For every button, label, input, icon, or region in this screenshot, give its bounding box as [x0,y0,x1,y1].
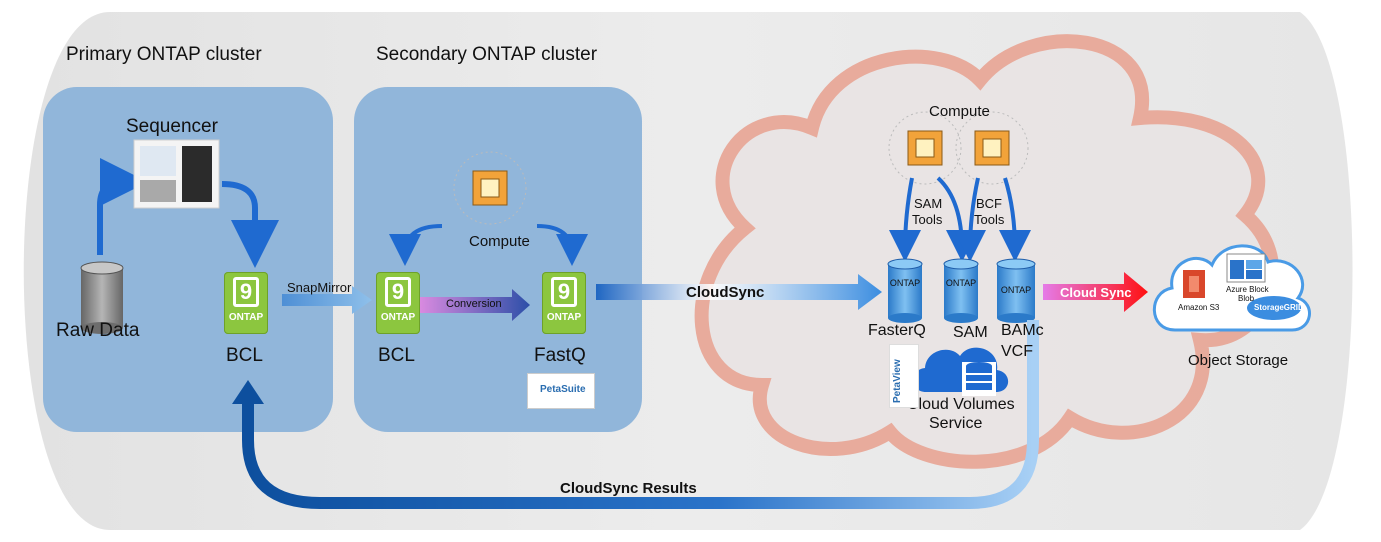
vcf-label: VCF [1001,343,1033,360]
cloud-compute-label: Compute [929,103,990,120]
amazon-s3-label: Amazon S3 [1178,303,1220,312]
compute-to-fastq-arrow [536,224,588,266]
amazon-s3-icon [1183,270,1205,298]
snapmirror-label: SnapMirror [287,280,352,295]
bcf-tools-label-line1: BCF [976,196,1002,211]
secondary-bcl-label: BCL [378,345,415,366]
sam-drum-icon [943,258,979,323]
cloudsync-results-label: CloudSync Results [560,480,697,497]
storagegrid-label: StorageGRID [1254,303,1304,312]
sequencer-label: Sequencer [126,116,218,137]
ontap-word: ONTAP [228,312,264,323]
raw-to-sequencer-arrow [97,158,148,255]
fasterq-drum-icon [887,258,923,323]
ontap-word: ONTAP [546,312,582,323]
secondary-cluster-panel [354,87,642,432]
snapmirror-arrow [282,286,372,314]
cloud-compute-chip-icon-1 [888,111,962,185]
primary-cluster-panel [43,87,333,432]
ontap-nine-icon: 9 [385,277,411,307]
sam-drum-label: ONTAP [945,278,977,288]
petaview-logo: PetaView [889,344,919,408]
sequencer-to-bcl-arrow [221,181,279,268]
cloud-sync-arrow [1043,272,1148,312]
ontap-word: ONTAP [380,312,416,323]
storagegrid-icon [1247,296,1301,320]
cvs-label-line2: Service [929,415,983,432]
object-storage-label: Object Storage [1188,352,1289,369]
secondary-compute-chip-icon [453,151,527,225]
sam-label: SAM [953,324,988,341]
ontap-nine-icon: 9 [233,277,259,307]
fasterq-drum-label: ONTAP [889,278,921,288]
bamc-label: BAMc [1001,322,1044,339]
azure-label-line2: Blob [1238,294,1255,303]
cloudsync-label: CloudSync [686,284,765,301]
bcf-tools-label-line2: Tools [974,212,1005,227]
secondary-bcl-ontap-tile: 9 ONTAP [376,272,420,334]
sam-tools-arrow-left [889,177,922,262]
secondary-compute-label: Compute [469,233,530,250]
primary-ontap-tile: 9 ONTAP [224,272,268,334]
petasuite-logo: PetaSuite [527,373,595,409]
conversion-arrow [420,289,530,321]
raw-data-drum-icon [80,261,124,334]
petasuite-label: PetaSuite [540,384,586,395]
bamc-drum-icon [996,258,1036,323]
compute-to-bcl-arrow [389,224,443,266]
bcf-tools-arrow-right [998,177,1031,262]
cloud-volumes-service-icon [913,347,1009,396]
primary-bcl-label: BCL [226,345,263,366]
primary-cluster-title: Primary ONTAP cluster [66,44,262,65]
cloudsync-arrow [596,274,882,310]
fastq-ontap-tile: 9 ONTAP [542,272,586,334]
cloud-sync-label: Cloud Sync [1060,285,1132,300]
conversion-label: Conversion [446,298,502,310]
raw-data-label: Raw Data [56,320,140,341]
fasterq-label: FasterQ [868,322,926,339]
azure-label-line1: Azure Block [1226,285,1269,294]
sam-tools-label-line2: Tools [912,212,943,227]
fastq-label: FastQ [534,345,586,366]
cloudsync-results-arrow [242,320,1039,509]
ontap-nine-icon: 9 [551,277,577,307]
cloud-compute-chip-icon-2 [955,111,1029,185]
cvs-label-line1: Cloud Volumes [907,396,1015,413]
sequencer-icon [133,139,220,209]
cloudsync-results-arrowhead [232,380,264,404]
bcf-tools-arrow-left [954,177,987,262]
sam-tools-label-line1: SAM [914,196,943,211]
petaview-label: PetaView [892,359,903,403]
bamc-drum-label: ONTAP [1000,285,1032,295]
azure-blob-icon [1226,253,1266,283]
secondary-cluster-title: Secondary ONTAP cluster [376,44,598,65]
